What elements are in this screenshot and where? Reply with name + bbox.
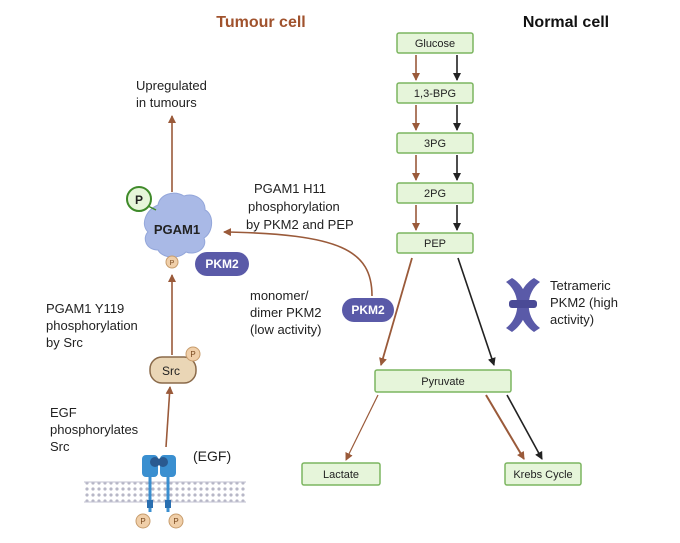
arrow-egfr-to-src (165, 386, 174, 448)
tetrameric-pkm2-icon (506, 278, 540, 332)
src-protein (149, 356, 197, 384)
lactate-box (301, 462, 381, 486)
pkm2-monomer-pill (342, 298, 394, 322)
arrow-brown-pyruvate-krebs (485, 394, 525, 460)
tetrameric-label-line1: Tetrameric (550, 278, 611, 293)
y119-label-line2: phosphorylation (46, 318, 138, 333)
y119-label-line1: PGAM1 Y119 (46, 301, 124, 316)
monomer-label-line2: dimer PKM2 (250, 305, 322, 320)
krebs-cycle-box (504, 462, 582, 486)
lactate-label: Lactate (323, 469, 359, 481)
egf-phos-label-line3: Src (50, 439, 70, 454)
pyruvate-label: Pyruvate (421, 376, 464, 388)
pyruvate-box (374, 369, 512, 393)
arrow-brown-pep-pyruvate (379, 257, 413, 366)
pep-box (396, 232, 474, 254)
2pg-label: 2PG (424, 188, 446, 200)
src-label: Src (162, 364, 180, 378)
pgam1-y119-phospho-circle (165, 255, 179, 269)
egfr-phospho-left-circle (135, 513, 151, 529)
pgam1-protein (143, 192, 213, 258)
y119-label-line3: by Src (46, 335, 83, 350)
arrow-black-pep-pyruvate (457, 257, 496, 366)
glucose-box (396, 32, 474, 54)
pgam1-label: PGAM1 (154, 222, 200, 237)
3pg-label: 3PG (424, 138, 446, 150)
src-phospho-label: P (190, 350, 195, 359)
3pg-box (396, 132, 474, 154)
pkm2-monomer-label: PKM2 (351, 303, 385, 317)
monomer-label-line3: (low activity) (250, 322, 322, 337)
egfr-phospho-right-circle (168, 513, 184, 529)
egf-receptor-icon (142, 455, 176, 512)
src-phospho-circle (185, 346, 201, 362)
pgam1-y119-phospho-label: P (170, 260, 175, 267)
pathway-arrows (345, 55, 543, 461)
pkm2-bound-pill (195, 252, 249, 276)
tetrameric-label-line3: activity) (550, 312, 594, 327)
normal-cell-header: Normal cell (523, 14, 609, 31)
pep-label: PEP (424, 238, 446, 250)
upregulated-label-line1: Upregulated (136, 78, 207, 93)
upregulated-label-line2: in tumours (136, 95, 197, 110)
egf-phos-label-line1: EGF (50, 405, 77, 420)
cell-membrane (84, 482, 246, 502)
egf-label: (EGF) (193, 448, 231, 464)
egfr-phospho-right-label: P (173, 517, 178, 526)
egfr-phospho-left-label: P (140, 517, 145, 526)
tumour-cell-header: Tumour cell (216, 14, 306, 31)
krebs-cycle-label: Krebs Cycle (513, 469, 572, 481)
arrow-black-pyruvate-krebs (506, 394, 543, 460)
glycolysis-pathway: Glucose 1,3-BPG 3PG 2PG PEP Pyruvate Lac… (301, 32, 582, 486)
pgam1-phospho-circle (126, 186, 152, 212)
glucose-label: Glucose (415, 38, 455, 50)
arrow-pyruvate-lactate (345, 394, 379, 461)
h11-label-line2: phosphorylation (248, 199, 340, 214)
h11-label-line1: PGAM1 H11 (254, 181, 326, 196)
monomer-label-line1: monomer/ (250, 288, 309, 303)
pgam1-phospho-label: P (135, 193, 143, 207)
egf-phos-label-line2: phosphorylates (50, 422, 139, 437)
arrow-pkm2-to-pgam1 (223, 228, 373, 297)
2pg-box (396, 182, 474, 204)
bpg-box (396, 82, 474, 104)
bpg-label: 1,3-BPG (414, 88, 456, 100)
tetrameric-label-line2: PKM2 (high (550, 295, 618, 310)
pkm2-bound-label: PKM2 (205, 257, 239, 271)
h11-label-line3: by PKM2 and PEP (246, 217, 354, 232)
